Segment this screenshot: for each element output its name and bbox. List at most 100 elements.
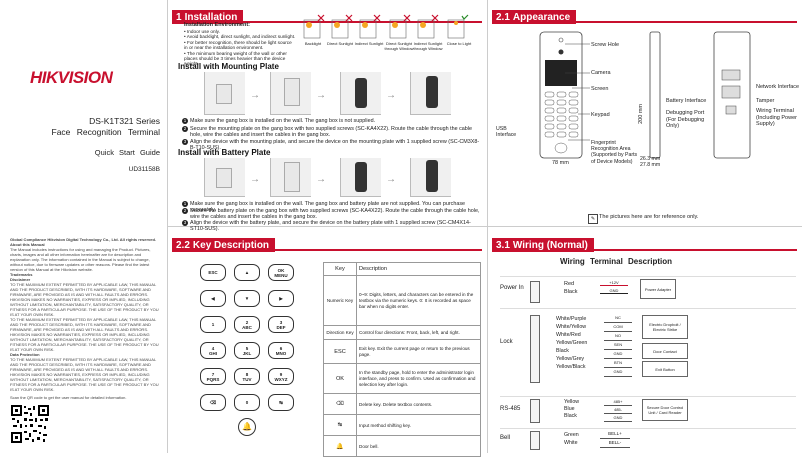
section-number: 3.1 [496,239,510,251]
wire-color: Blue [564,406,575,412]
device-front-view [536,30,586,160]
group-name: Bell [500,435,511,441]
group-name: RS-485 [500,406,521,412]
env-label: Close to Light [446,41,472,46]
table-header-description: Description [356,262,481,276]
electric-lock-box: Electric Dropbolt / Electric Strike [642,315,688,339]
dim-depth-1: 26.3 mm [640,156,661,162]
wire-terminal: GND [604,368,632,377]
env-label: Direct Sunlight through Window [384,41,414,51]
table-cell-desc: 0~9: Digits, letters, and characters can… [356,275,481,326]
qr-code [10,404,50,444]
device-rear-view [712,30,752,160]
environment-pictograms [300,14,482,52]
section-number: 1 [176,11,182,23]
key-delete: ⌫ [200,394,226,411]
connector-block [530,431,540,450]
about-heading: About this Manual [10,242,45,247]
env-title: Installation Environment: [184,22,251,28]
label-keypad: Keypad [591,112,610,118]
panel-divider [168,226,802,227]
legal-block: Global Compliance Hikvision Digital Tech… [10,237,162,393]
device-side-view [648,30,662,160]
section-title: Appearance [512,11,571,23]
section-rule [576,21,797,23]
env-label: Direct Sunlight [326,41,353,46]
key-left: ◀ [200,290,226,307]
label-wiring-terminal: Wiring Terminal (Including Power Supply) [756,108,797,127]
wire-color: Black [556,348,569,354]
table-cell-key: Numeric Key [323,275,357,326]
table-cell-desc: Door bell. [356,435,481,457]
connector-block [530,281,540,303]
wire-terminal: +12V [600,280,628,286]
table-cell-key: ESC [323,339,357,364]
disclaimer-text-3: TO THE MAXIMUM EXTENT PERMITTED BY APPLI… [10,357,159,392]
note-icon: ✎ [588,214,598,224]
exit-button-box: Exit Button [642,361,688,377]
env-item: • For better recognition, there should b… [184,39,292,51]
table-cell-key: Direction Key [323,325,357,340]
disclaimer-text: TO THE MAXIMUM EXTENT PERMITTED BY APPLI… [10,282,159,317]
wire-color: Black [564,289,578,295]
wire-terminal: GND [604,414,632,422]
wire-color: Yellow [564,399,580,405]
battery-illustrations: → → → [180,156,480,200]
wire-terminal: GND [604,350,632,359]
section-title: Key Description [192,239,270,251]
env-item: • Avoid backlight, direct sunlight, and … [184,34,296,40]
wiring-group-lock: Lock White/Purple White/Yellow White/Red… [500,308,796,389]
table-cell-desc: Control four directions: Front, back, le… [356,325,481,340]
wire-terminal: COM [604,323,632,332]
doorbell-key-icon: 🔔 [238,418,256,436]
wire-terminal: BELL- [600,439,630,448]
section-rule [243,21,482,23]
wire-color: White [564,440,578,446]
wire-terminal: BTN [604,359,632,368]
wire-color: Black [564,413,577,419]
power-adapter: Power Adapter [640,279,676,299]
data-protection-heading: Data Protection [10,352,40,357]
battery-title: Install with Battery Plate [178,148,271,157]
group-name: Power In [500,285,524,291]
label-battery-interface: Battery Interface [666,98,707,104]
leader-lines [565,43,590,141]
model-name: DS-K1T321 Series [89,116,160,126]
rs485-wire-terminals: 485+ 485- GND [604,398,632,422]
wire-terminal: 485- [604,406,632,414]
table-header-key: Key [323,262,357,276]
group-name: Lock [500,339,513,345]
wire-color: Yellow/Grey [556,356,585,362]
dim-height: 200 mm [638,104,644,124]
key-0: 0 [234,394,260,411]
guide-title: Quick Start Guide [94,148,160,157]
lock-wire-colors: White/Purple White/Yellow White/Red Yell… [556,315,587,371]
rs485-wire-colors: Yellow Blue Black [564,399,579,420]
env-item: • Indoor use only. [184,29,220,34]
table-cell-desc: Delete key. Delete textbox contents. [356,393,481,415]
wire-color: Yellow/Green [556,340,588,346]
label-usb: USB Interface [496,126,517,138]
label-screw-hole: Screw Hole [591,42,620,48]
key-1: 1 [200,316,226,333]
env-label: Indirect Sunlight [354,41,384,46]
table-cell-key: ⌫ [323,393,357,415]
wire-terminal: GND [600,288,628,294]
wire-color: Yellow/Black [556,364,586,370]
